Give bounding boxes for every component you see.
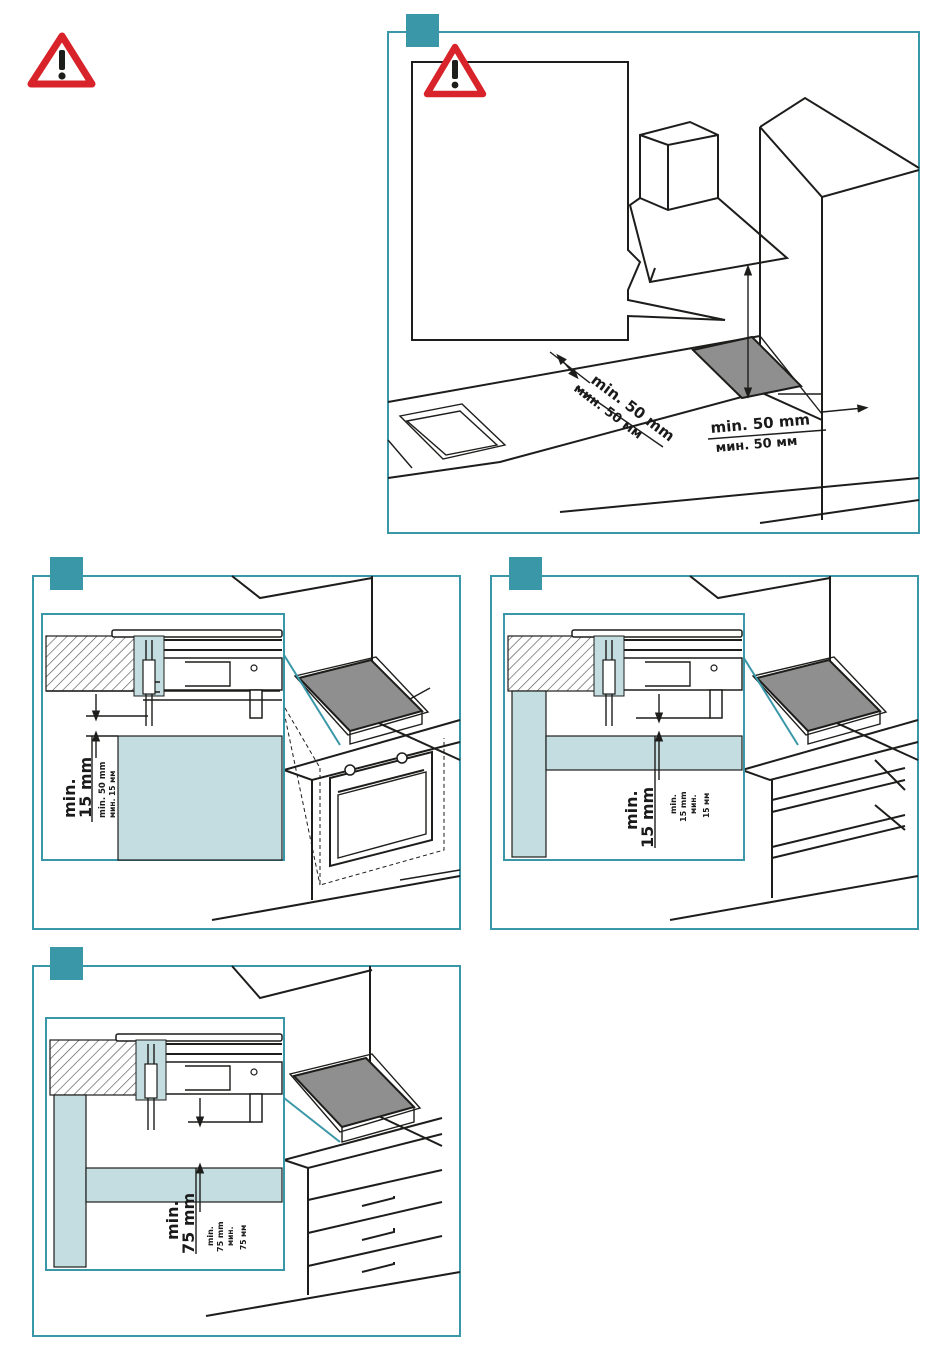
- shelf-side-panel: [512, 691, 546, 857]
- shelf-panel-big-label-line2: 15 mm: [638, 787, 657, 848]
- drawers-panel: min. 75 mm min. 75 mm мин. 75 мм: [33, 947, 460, 1336]
- drawers-panel-small-label-line3: мин.: [226, 1226, 235, 1246]
- drawers-worktop-section: [50, 1040, 140, 1095]
- drawers-panel-big-label-line2: 75 mm: [179, 1193, 198, 1254]
- top-panel: min. 50 mm мин. 50 мм min. 50 mm мин. 50…: [388, 14, 919, 533]
- oven-panel-small-label-line1: min. 50 mm: [98, 761, 108, 818]
- shelf-panel-small-label-line2: 15 mm: [679, 791, 688, 822]
- shelf-panel: min. 15 mm min. 15 mm мин. 15 мм: [491, 557, 918, 929]
- clearance-area: [118, 736, 282, 860]
- warning-triangle-icon: [31, 36, 92, 84]
- drawers-panel-small-label-line2: 75 mm: [216, 1221, 225, 1252]
- worktop-section: [46, 636, 136, 691]
- shelf-panel-small-label-line1: min.: [669, 794, 678, 814]
- top-panel-step-badge: [406, 14, 439, 47]
- drawers-side-panel: [54, 1095, 86, 1267]
- oven-panel: min. 15 mm min. 50 mm мин. 15 мм: [33, 557, 460, 929]
- shelf-worktop-section: [508, 636, 598, 691]
- shelf-panel-small-label-line4: 15 мм: [702, 793, 711, 818]
- oven-panel-big-label-line2: 15 mm: [76, 757, 95, 818]
- oven-panel-step-badge: [50, 557, 83, 590]
- oven-panel-small-label-line2: мин. 15 мм: [108, 771, 117, 818]
- shelf-panel-small-label-line3: мин.: [689, 794, 698, 814]
- drawers-panel-small-label-line4: 75 мм: [239, 1225, 248, 1250]
- shelf-panel-step-badge: [509, 557, 542, 590]
- drawers-panel-step-badge: [50, 947, 83, 980]
- drawers-panel-small-label-line1: min.: [206, 1226, 215, 1246]
- shelf-clearance-area: [546, 736, 742, 770]
